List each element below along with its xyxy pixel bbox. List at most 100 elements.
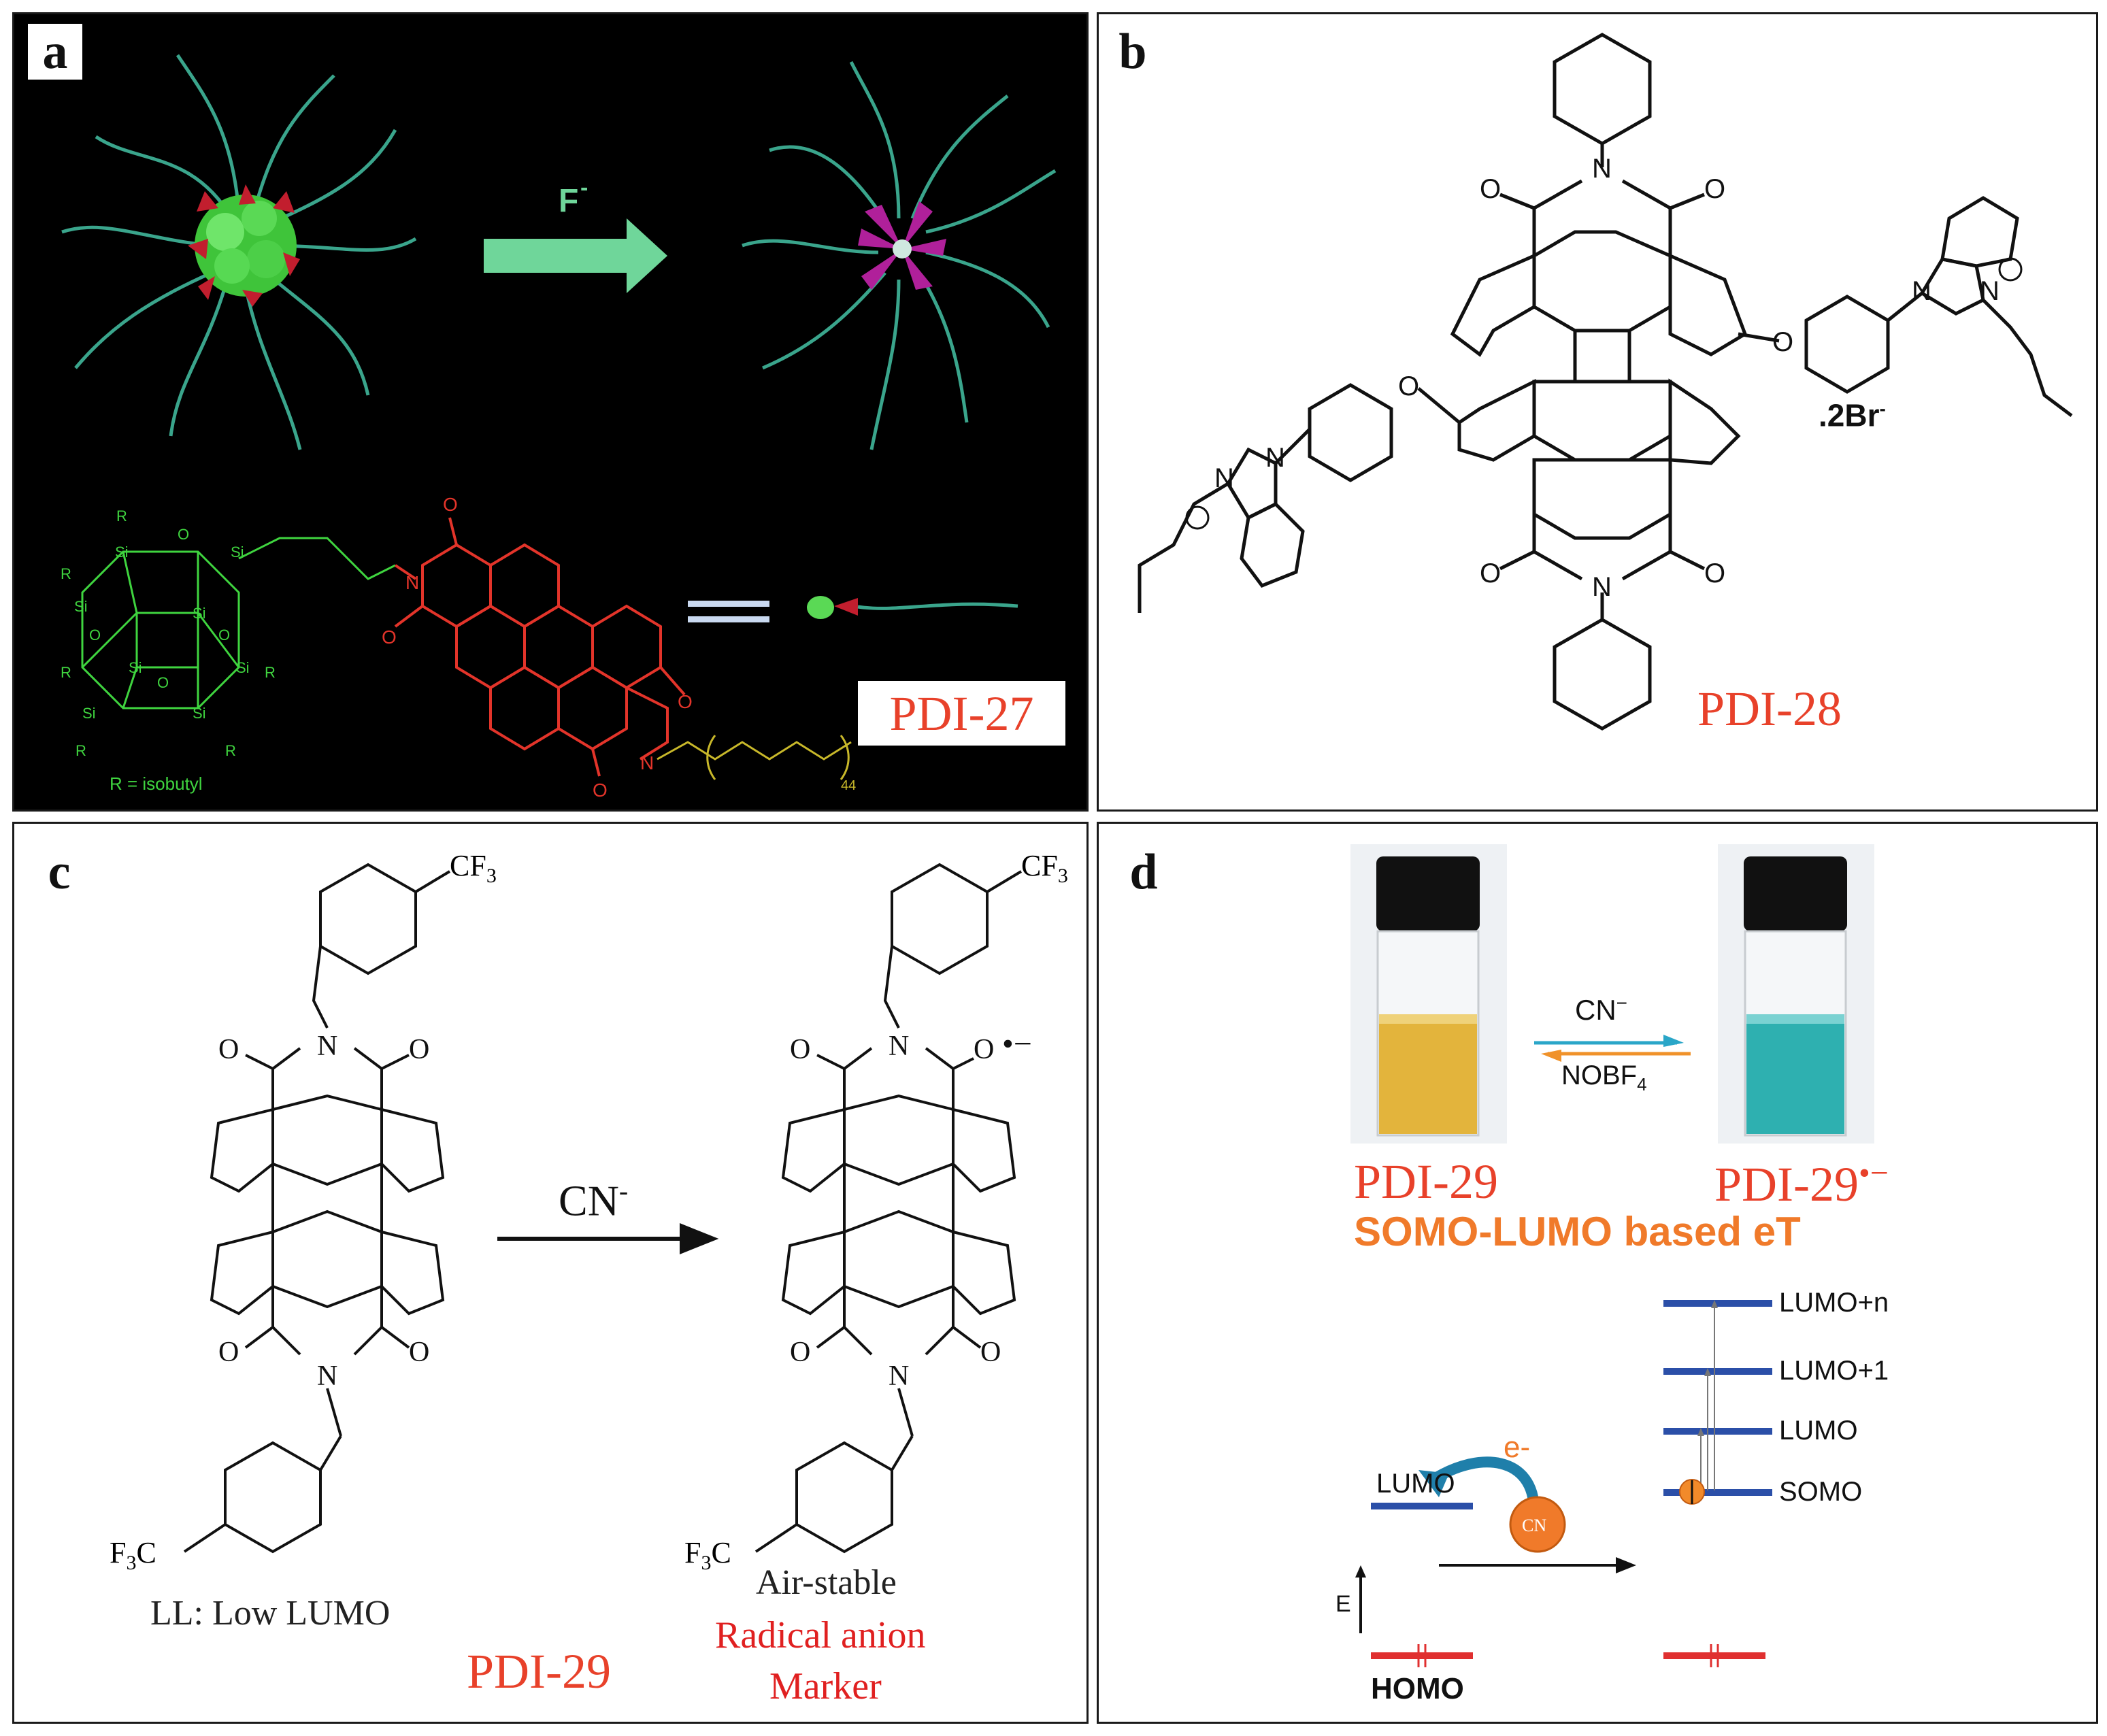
vial-pdi-29: [1350, 844, 1507, 1144]
pdi-27-structure: [394, 517, 686, 777]
peg-repeat-n: 44: [841, 778, 856, 793]
reverse-reagent-subscript: 4: [1637, 1074, 1647, 1095]
f3c-subscript: 3: [701, 1551, 712, 1574]
cation-charge-icon: [1998, 257, 2023, 282]
f3c-text: F: [110, 1536, 127, 1569]
r-group: R: [76, 742, 86, 759]
caption-marker: Marker: [769, 1665, 882, 1707]
o-atom: O: [178, 526, 189, 543]
cf3-subscript: 3: [1057, 864, 1068, 887]
reaction-arrow-a: [484, 218, 667, 293]
r-definition: R = isobutyl: [110, 773, 203, 794]
f3c-text: C: [711, 1536, 731, 1569]
level-label-lumo-n: LUMO+n: [1779, 1288, 1889, 1318]
pdi-28-atoms: N O O N O O O O N N N N: [1185, 154, 2023, 602]
o-atom: O: [409, 1337, 429, 1368]
reverse-reagent: NOBF4: [1561, 1062, 1647, 1093]
radical-anion-superscript: •−: [1859, 1155, 1889, 1191]
o-atom: O: [218, 1337, 239, 1368]
reagent-charge: -: [618, 1175, 629, 1206]
cn-ball-icon: [1509, 1496, 1566, 1553]
panel-label-c: c: [48, 844, 71, 900]
o-atom: O: [980, 1337, 1001, 1368]
panel-c: c: [12, 822, 1089, 1724]
vial-label-pdi-29-radical: PDI-29•−: [1714, 1157, 1889, 1209]
micelle-left-core: [188, 184, 300, 307]
arrow-label-a-sup: -: [580, 175, 588, 201]
o-atom: O: [1772, 327, 1793, 357]
compound-label-pdi-28: PDI-28: [1697, 682, 1842, 736]
n-atom: N: [889, 1031, 909, 1062]
reaction-arrowhead-d: [1616, 1557, 1636, 1573]
caption-air-stable: Air-stable: [756, 1563, 897, 1602]
electron-label: e-: [1504, 1431, 1531, 1464]
energy-axis-label: E: [1335, 1591, 1351, 1617]
subtitle-somo-lumo: SOMO-LUMO based eT: [1354, 1209, 1801, 1254]
n-atom: N: [1214, 463, 1234, 493]
electron-transfer-arrow: [1429, 1456, 1540, 1512]
level-label-somo: SOMO: [1779, 1477, 1863, 1507]
pdi-29-structures: [183, 863, 1023, 1554]
cf3-text: CF: [450, 849, 486, 882]
cation-charge-icon: [1185, 505, 1210, 530]
compound-label-pdi-29: PDI-29: [467, 1644, 611, 1699]
r-group: R: [265, 664, 276, 681]
r-group: R: [225, 742, 236, 759]
vial-label-text: PDI-29: [1714, 1157, 1859, 1212]
panel-label-b: b: [1106, 24, 1160, 80]
cf3-subscript: 3: [486, 864, 497, 887]
f3c-text: C: [136, 1536, 156, 1569]
n-atom: N: [1592, 154, 1612, 184]
panel-b: b: [1097, 12, 2098, 812]
left-lumo-bar: [1371, 1503, 1473, 1509]
o-atom: O: [409, 1034, 429, 1065]
counterion-text: .2Br: [1819, 397, 1880, 433]
n-atom: N: [1265, 443, 1285, 473]
pdi-29-neutral: [183, 863, 451, 1554]
f3c-text: F: [684, 1536, 701, 1569]
o-atom: O: [790, 1337, 810, 1368]
reverse-arrowhead: [1541, 1050, 1561, 1062]
arrowhead-c: [680, 1223, 719, 1254]
o-atom: O: [1704, 558, 1725, 588]
poss-cage: [81, 537, 396, 710]
micelle-right: [742, 61, 1057, 450]
cf3-label-left: CF3: [450, 851, 497, 886]
homo-electrons-left: [1417, 1644, 1427, 1667]
caption-radical-anion: Radical anion: [715, 1614, 926, 1656]
energy-levels: [1663, 1300, 1772, 1505]
panel-d-artwork: CN: [1350, 844, 1874, 1667]
si-atom: Si: [82, 705, 96, 722]
o-atom: O: [89, 627, 101, 644]
counterion-charge: -: [1879, 398, 1886, 419]
n-atom: N: [317, 1031, 337, 1062]
cn-ball-text: CN: [1522, 1516, 1546, 1535]
reverse-reagent-text: NOBF: [1561, 1061, 1638, 1090]
panel-label-a: a: [28, 24, 82, 80]
panel-d: d: [1097, 822, 2098, 1724]
arrow-label-a: F: [559, 183, 578, 219]
forward-arrowhead: [1663, 1035, 1684, 1047]
left-lumo-label: LUMO: [1376, 1469, 1455, 1499]
peg-tail: [657, 735, 852, 780]
forward-reagent: CN−: [1575, 994, 1627, 1024]
level-label-lumo: LUMO: [1779, 1416, 1858, 1446]
homo-bar-right: [1663, 1652, 1765, 1659]
o-atom: O: [443, 494, 458, 515]
caption-low-lumo: LL: Low LUMO: [150, 1594, 391, 1633]
radical-anion-mark: •−: [1002, 1026, 1032, 1062]
o-atom: O: [157, 674, 169, 691]
panel-a: a F: [12, 12, 1089, 812]
f3c-label-right: F3C: [684, 1538, 731, 1573]
o-atom: O: [1704, 174, 1725, 204]
reagent-label-c: CN-: [559, 1178, 628, 1222]
si-atom: Si: [236, 659, 250, 676]
o-atom: O: [790, 1034, 810, 1065]
n-atom: N: [1980, 276, 2000, 306]
vial-pdi-29-radical: [1718, 844, 1874, 1144]
reagent-text: CN: [559, 1176, 619, 1225]
o-atom: O: [382, 627, 397, 648]
o-atom: O: [1480, 174, 1501, 204]
n-atom: N: [889, 1361, 909, 1392]
pdi-29-radical-anion: [754, 863, 1023, 1554]
